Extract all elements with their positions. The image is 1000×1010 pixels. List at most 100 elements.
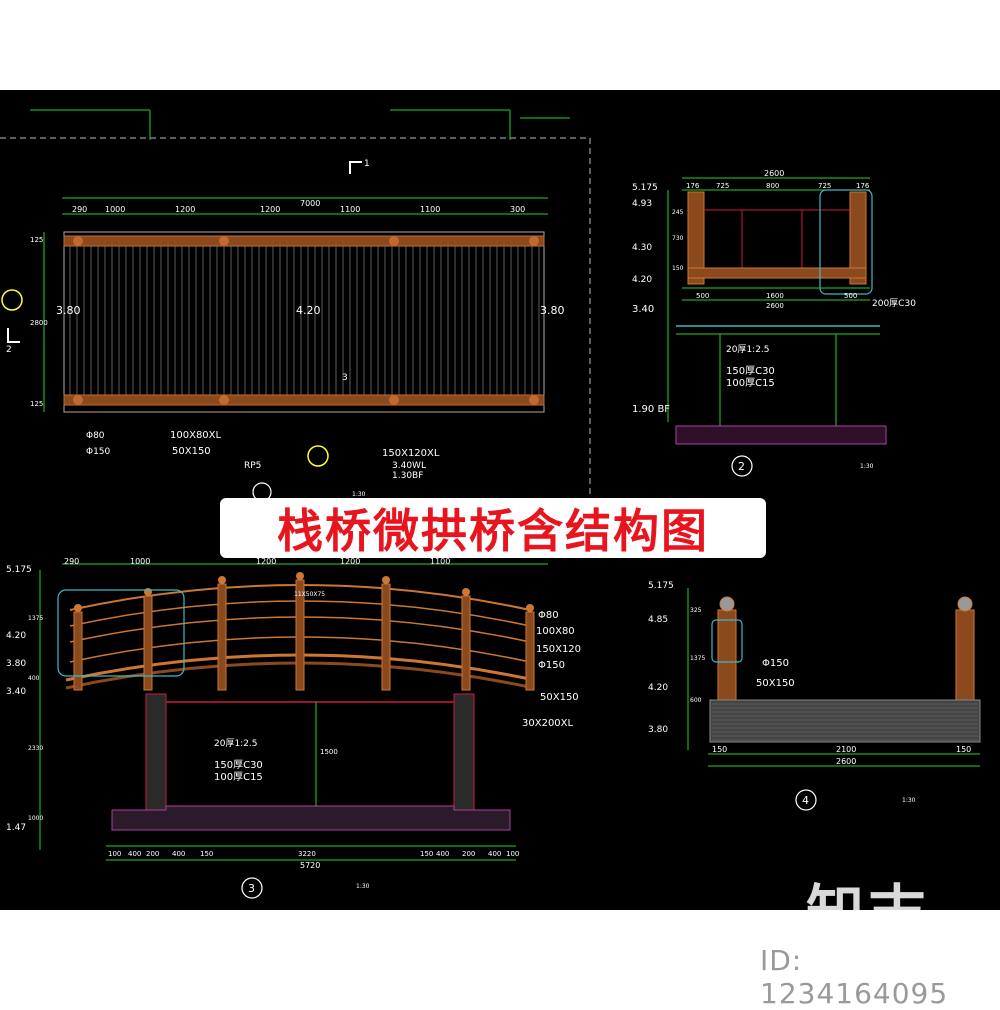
section-scale: 1:30 xyxy=(860,463,874,470)
section-dim-1: 176 xyxy=(686,182,700,190)
elev-dim-4: 1200 xyxy=(340,557,360,566)
plan-note-50x150: 50X150 xyxy=(172,446,211,457)
elev-level-2: 4.20 xyxy=(6,631,26,641)
plan-side-dim-1: 125 xyxy=(30,236,43,244)
elev-scale: 1:30 xyxy=(356,883,370,890)
section-level-4: 4.20 xyxy=(632,275,652,285)
elev-bottom-dim: 100 xyxy=(108,850,121,858)
end-level-1: 5.175 xyxy=(648,581,674,591)
elev-side-dim-4: 1000 xyxy=(28,815,43,822)
elev-post-cap xyxy=(218,576,226,584)
watermark-id: ID: 1234164095 xyxy=(760,944,949,1010)
plan-section-mark-2: 2 xyxy=(6,345,12,355)
elev-side-dim-2: 400 xyxy=(28,675,40,682)
elevation-posts xyxy=(73,572,535,691)
section-bottom-dim-3: 500 xyxy=(844,292,857,300)
elev-level-4: 3.40 xyxy=(6,687,26,697)
plan-post xyxy=(73,236,83,246)
elev-bottom-dim: 100 xyxy=(506,850,519,858)
section-view: 2600 176 725 800 725 176 5.175 4.93 4.30… xyxy=(632,169,916,477)
plan-level-left: 3.80 xyxy=(56,304,81,317)
plan-total: 7000 xyxy=(300,199,320,208)
elev-vertical-label: 11X50X75 xyxy=(294,591,325,598)
plan-post xyxy=(389,395,399,405)
section-total-top: 2600 xyxy=(764,169,784,178)
plan-post xyxy=(529,236,539,246)
elev-note-1: Φ80 xyxy=(538,610,559,621)
plan-level-bf: 1.30BF xyxy=(392,471,423,481)
end-bottom-dim-3: 150 xyxy=(956,745,971,754)
title-banner: 栈桥微拱桥含结构图 xyxy=(220,498,766,558)
section-level-5: 3.40 xyxy=(632,304,654,315)
plan-dim-7: 300 xyxy=(510,205,525,214)
end-view: 5.175 4.85 4.20 3.80 325 1375 600 Φ150 5… xyxy=(648,581,981,811)
section-dim-4: 725 xyxy=(818,182,831,190)
end-side-dim-2: 1375 xyxy=(690,655,705,662)
elev-bottom-dim: 150 xyxy=(200,850,213,858)
plan-top-dims: 290 1000 1200 1200 1100 1100 300 7000 xyxy=(72,199,525,214)
elev-post xyxy=(461,595,471,691)
plan-posts xyxy=(73,236,539,405)
elevation-view: 290 1000 1200 1200 1100 5.175 4.20 3.80 … xyxy=(6,557,581,899)
elev-note-3: 150X120 xyxy=(536,644,581,655)
elev-post-cap xyxy=(74,604,82,612)
section-level-6: 1.90 BF xyxy=(632,404,670,415)
section-side-dim-1: 245 xyxy=(672,209,684,216)
plan-level-wl: 3.40WL xyxy=(392,461,426,471)
plan-side-dim-2: 2800 xyxy=(30,319,48,327)
section-dim-3: 800 xyxy=(766,182,779,190)
section-level-1: 5.175 xyxy=(632,183,658,193)
plan-dim-6: 1100 xyxy=(420,205,440,214)
elev-bottom-dim: 400 xyxy=(172,850,185,858)
elev-total: 5720 xyxy=(300,861,320,870)
elev-layer-1: 20厚1:2.5 xyxy=(214,738,258,749)
cad-drawing-canvas: 290 1000 1200 1200 1100 1100 300 7000 12… xyxy=(0,90,1000,910)
end-deck-hatch xyxy=(712,703,978,741)
plan-dim-4: 1200 xyxy=(260,205,280,214)
elev-dim-2: 1000 xyxy=(130,557,150,566)
elev-post-cap xyxy=(462,588,470,596)
elev-level-3: 3.80 xyxy=(6,659,26,669)
elev-note-5: 50X150 xyxy=(540,692,579,703)
plan-level-right: 3.80 xyxy=(540,304,565,317)
section-total-bottom: 2600 xyxy=(766,302,784,310)
section-number: 2 xyxy=(738,460,745,473)
elev-post xyxy=(525,611,535,691)
elev-note-2: 100X80 xyxy=(536,626,575,637)
end-level-3: 4.20 xyxy=(648,683,668,693)
elev-dim-3: 1200 xyxy=(256,557,276,566)
plan-dim-5: 1100 xyxy=(340,205,360,214)
end-level-2: 4.85 xyxy=(648,615,668,625)
section-level-3: 4.30 xyxy=(632,243,652,253)
section-bottom-dim-1: 500 xyxy=(696,292,709,300)
plan-post xyxy=(219,236,229,246)
end-scale: 1:30 xyxy=(902,797,916,804)
elev-bottom-dim: 400 xyxy=(128,850,141,858)
section-dim-2: 725 xyxy=(716,182,729,190)
elev-post xyxy=(381,583,391,691)
plan-post xyxy=(529,395,539,405)
section-concrete: 200厚C30 xyxy=(872,298,916,309)
elev-bottom-dim: 400 xyxy=(488,850,501,858)
end-bottom-dim-1: 150 xyxy=(712,745,727,754)
plan-post xyxy=(73,395,83,405)
elev-bottom-dim: 150 xyxy=(420,850,433,858)
plan-dim-3: 1200 xyxy=(175,205,195,214)
section-level-2: 4.93 xyxy=(632,199,652,209)
end-side-dim-1: 325 xyxy=(690,607,702,614)
section-layer-2: 150厚C30 xyxy=(726,365,775,377)
plan-dim-1: 290 xyxy=(72,205,87,214)
elev-note-4: Φ150 xyxy=(538,660,565,671)
plan-scale: 1:30 xyxy=(352,491,366,498)
elev-number: 3 xyxy=(248,882,255,895)
plan-note-phi80: Φ80 xyxy=(86,431,105,441)
end-level-4: 3.80 xyxy=(648,725,668,735)
section-layer-1: 20厚1:2.5 xyxy=(726,344,770,355)
plan-ref: RP5 xyxy=(244,461,261,471)
end-side-dim-3: 600 xyxy=(690,697,702,704)
elev-layer-3: 100厚C15 xyxy=(214,771,263,783)
elev-dim-1: 290 xyxy=(64,557,79,566)
title-banner-text: 栈桥微拱桥含结构图 xyxy=(277,504,709,558)
elev-bottom-dim: 200 xyxy=(146,850,159,858)
